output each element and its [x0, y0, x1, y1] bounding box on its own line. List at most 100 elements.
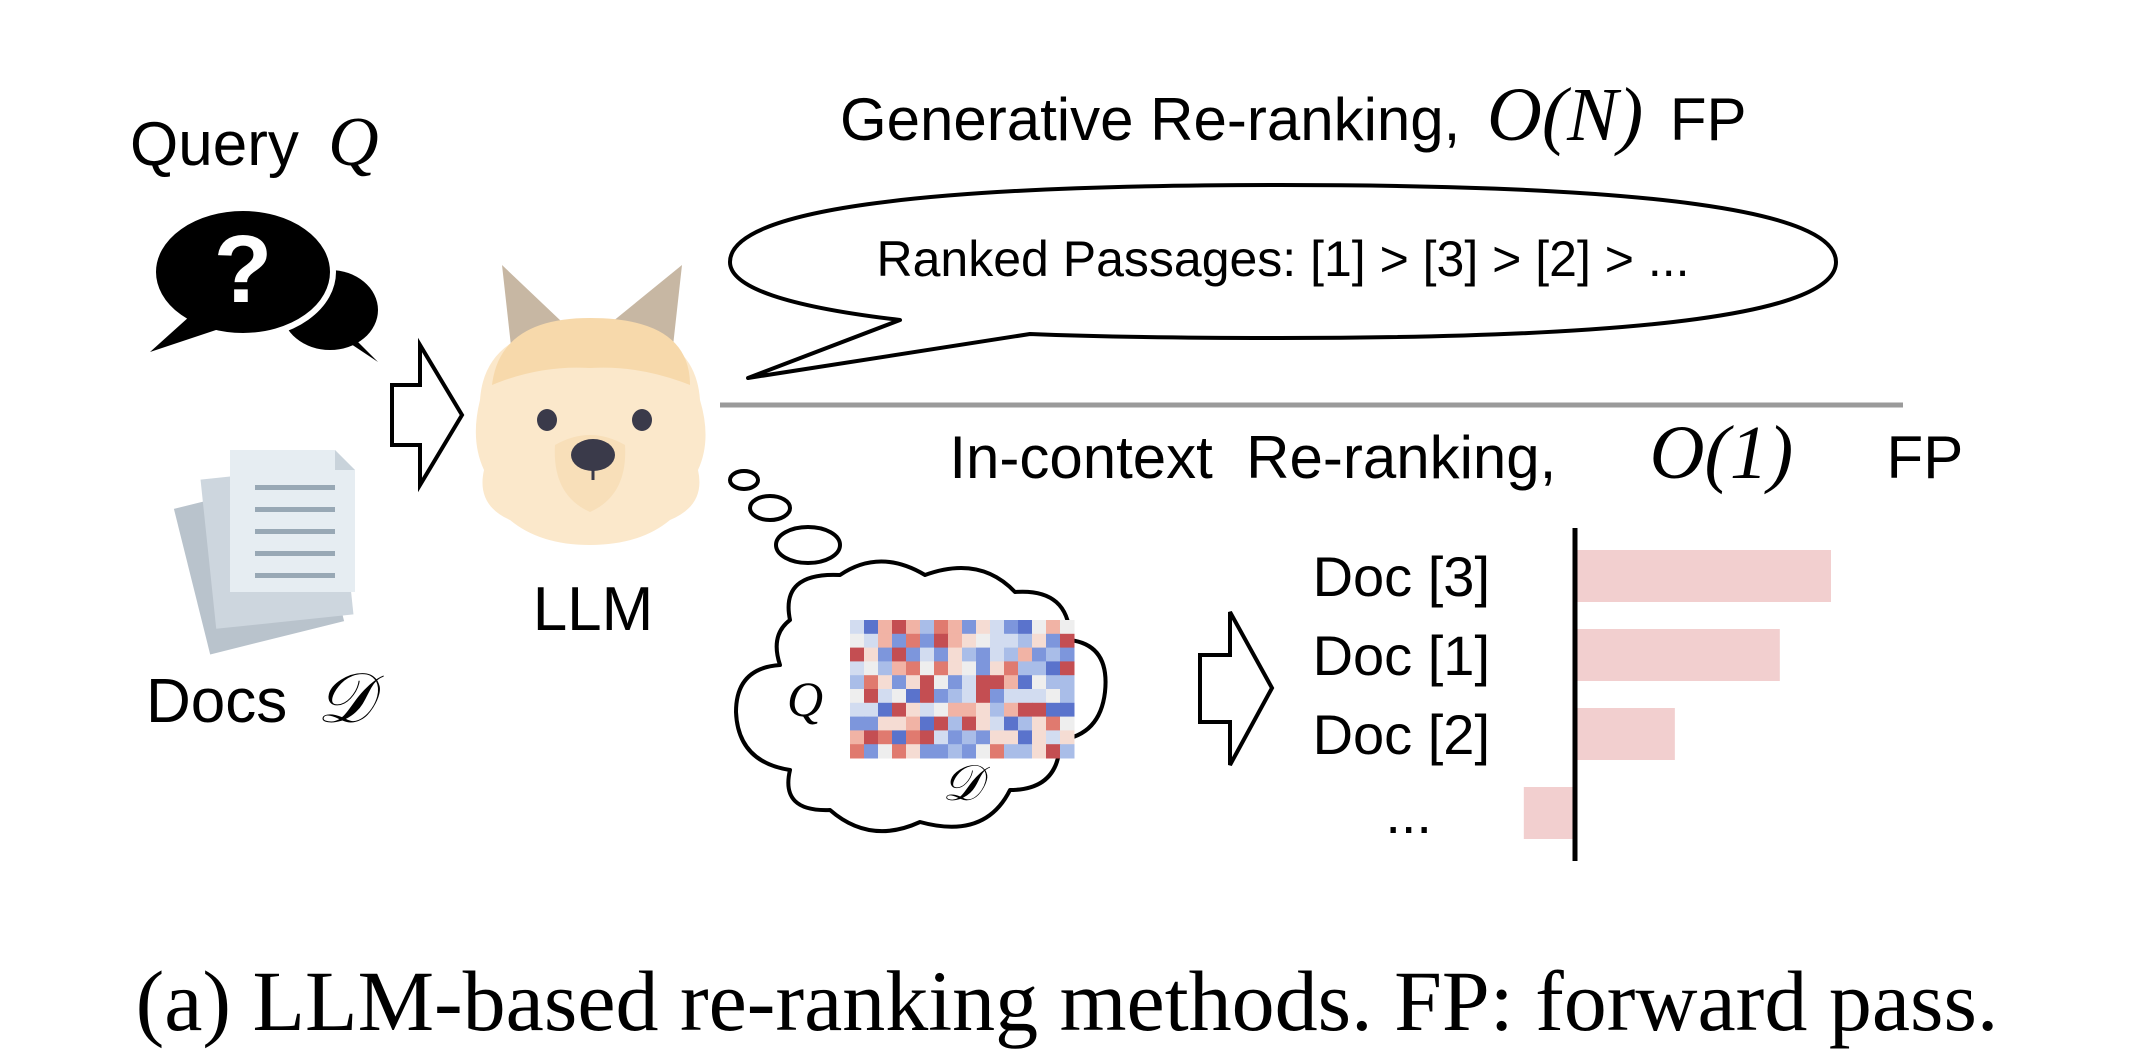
heatmap-cell [1046, 620, 1061, 635]
heatmap-cell [948, 675, 963, 690]
heatmap-cell [892, 689, 907, 704]
bar-1 [1575, 629, 1780, 681]
heatmap-cell [1018, 702, 1033, 718]
heatmap-cell [1018, 661, 1033, 676]
heatmap-cell [850, 675, 865, 690]
heatmap-cell [864, 675, 879, 690]
heatmap-cell [878, 730, 893, 745]
heatmap-cell [948, 647, 963, 662]
heatmap-cell [976, 661, 991, 676]
heatmap-cell [1060, 730, 1075, 745]
heatmap-cell [962, 633, 977, 649]
heatmap-cell [864, 716, 879, 731]
heatmap-cell [1018, 620, 1033, 635]
figure-caption: (a) LLM-based re-ranking methods. FP: fo… [136, 953, 1999, 1049]
heatmap-cell [934, 716, 949, 731]
heatmap-cell [1060, 702, 1075, 718]
heatmap-cell [906, 689, 921, 704]
heatmap-cell [850, 647, 865, 662]
heatmap-cell [920, 716, 935, 731]
heatmap-cell [976, 744, 991, 759]
heatmap-cell [948, 744, 963, 759]
thought-trail [728, 469, 842, 565]
heatmap-cell [906, 661, 921, 676]
heatmap-cell [1046, 730, 1061, 745]
heatmap-cell [1032, 647, 1047, 662]
heatmap-cell [948, 730, 963, 745]
heatmap-cell [1032, 633, 1047, 649]
docs-label: Docs 𝒟 [146, 661, 385, 738]
heatmap-cell [1004, 702, 1019, 718]
heatmap-cell [850, 702, 865, 718]
query-label: Query Q [130, 104, 379, 181]
heatmap-cell [906, 730, 921, 745]
heatmap-cell [906, 633, 921, 649]
heatmap-cell [1018, 730, 1033, 745]
heatmap-cell [878, 661, 893, 676]
heatmap-cell [864, 620, 879, 635]
heatmap-cell [976, 633, 991, 649]
heatmap-cell [962, 730, 977, 745]
llama-icon [475, 265, 706, 545]
heatmap-cell [976, 730, 991, 745]
heatmap-cell [878, 689, 893, 704]
heatmap-cell [1060, 675, 1075, 690]
heatmap-cell [878, 702, 893, 718]
heatmap-cell [962, 620, 977, 635]
heatmap-cell [990, 702, 1005, 718]
heatmap-cell [864, 647, 879, 662]
heatmap-cell [990, 689, 1005, 704]
heatmap-cell [850, 730, 865, 745]
category-label-3: ... [1385, 782, 1432, 845]
heatmap-cell [920, 689, 935, 704]
heatmap-cell [906, 675, 921, 690]
heatmap-cell [962, 675, 977, 690]
heatmap-cell [892, 620, 907, 635]
heatmap-cell [920, 675, 935, 690]
heatmap-cell [1032, 661, 1047, 676]
heatmap-cell [892, 675, 907, 690]
heatmap-cell [1032, 689, 1047, 704]
attention-heatmap [850, 620, 1075, 759]
heatmap-cell [892, 716, 907, 731]
heatmap-cell [1004, 744, 1019, 759]
heatmap-cell [850, 633, 865, 649]
heatmap-cell [1004, 689, 1019, 704]
heatmap-cell [976, 620, 991, 635]
heatmap-cell [892, 647, 907, 662]
heatmap-cell [892, 702, 907, 718]
heatmap-cell [948, 716, 963, 731]
heatmap-cell [1004, 730, 1019, 745]
input-arrow-icon [390, 337, 465, 493]
heatmap-cell [1018, 647, 1033, 662]
heatmap-cell [1060, 620, 1075, 635]
heatmap-cell [1032, 675, 1047, 690]
heatmap-cell [1046, 633, 1061, 649]
heatmap-cell [962, 702, 977, 718]
heatmap-cell [892, 744, 907, 759]
heatmap-cell [1060, 744, 1075, 759]
heatmap-cell [850, 661, 865, 676]
output-arrow-icon [1198, 611, 1275, 766]
heatmap-cell [1060, 647, 1075, 662]
heatmap-cell [976, 689, 991, 704]
heatmap-cell [962, 716, 977, 731]
heatmap-cell [1004, 661, 1019, 676]
heatmap-cell [990, 730, 1005, 745]
heatmap-cell [1004, 633, 1019, 649]
heatmap-cell [1018, 633, 1033, 649]
heatmap-cell [920, 744, 935, 759]
heatmap-cell [864, 689, 879, 704]
heatmap-cell [878, 633, 893, 649]
heatmap-cell [934, 744, 949, 759]
heatmap-cell [976, 647, 991, 662]
heatmap-cell [878, 744, 893, 759]
heatmap-cell [920, 620, 935, 635]
heatmap-cell [892, 633, 907, 649]
llm-label: LLM [533, 575, 654, 644]
heatmap-cell [1060, 633, 1075, 649]
heatmap-cell [920, 647, 935, 662]
heatmap-cell [850, 689, 865, 704]
heatmap-cell [864, 730, 879, 745]
